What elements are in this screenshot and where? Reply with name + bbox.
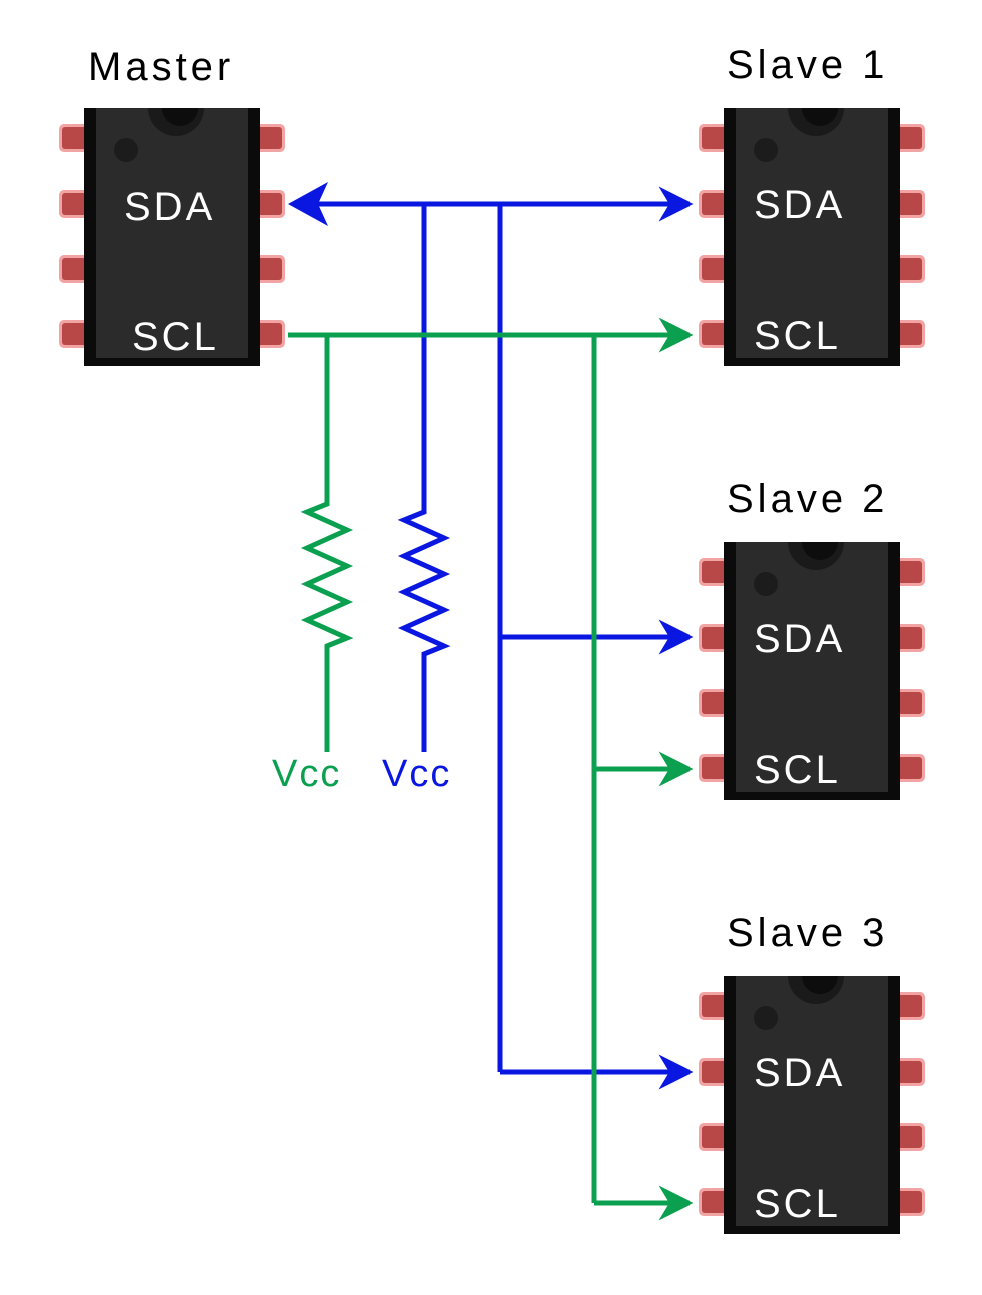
slave-1-title: Slave 1 [727, 43, 888, 87]
master-title: Master [88, 45, 234, 89]
slave-2-title: Slave 2 [727, 477, 888, 521]
slave-3-title: Slave 3 [727, 911, 888, 955]
slave-3-pin1-dot [754, 1006, 778, 1030]
master-pin1-dot [114, 138, 138, 162]
slave-2-sda-label: SDA [754, 617, 845, 661]
slave-3-sda-label: SDA [754, 1051, 845, 1095]
sda-pullup-resistor [397, 204, 451, 752]
slave-2-chip-notch-inner [802, 542, 838, 560]
slave-3-scl-label: SCL [754, 1182, 841, 1226]
sda-vcc-label: Vcc [382, 753, 451, 795]
master-chip-notch-inner [162, 108, 198, 126]
scl-bus [288, 317, 694, 1221]
master-sda-label: SDA [124, 185, 215, 229]
slave-1-sda-label: SDA [754, 183, 845, 227]
slave-1-chip-notch-inner [802, 108, 838, 126]
slave-1-chip: Slave 1 SDA SCL [699, 43, 925, 366]
slave-1-scl-label: SCL [754, 314, 841, 358]
slave-3-chip: Slave 3 SDA SCL [699, 911, 925, 1234]
slave-2-chip: Slave 2 SDA SCL [699, 477, 925, 800]
sda-arrowhead-master [288, 182, 328, 226]
master-chip: Master SDA SCL [59, 45, 285, 366]
scl-pullup-resistor [300, 335, 354, 752]
scl-vcc-label: Vcc [272, 753, 341, 795]
slave-2-pin1-dot [754, 572, 778, 596]
master-scl-label: SCL [132, 315, 219, 359]
sda-bus [288, 182, 694, 1090]
slave-3-chip-notch-inner [802, 976, 838, 994]
slave-1-pin1-dot [754, 138, 778, 162]
slave-2-scl-label: SCL [754, 748, 841, 792]
